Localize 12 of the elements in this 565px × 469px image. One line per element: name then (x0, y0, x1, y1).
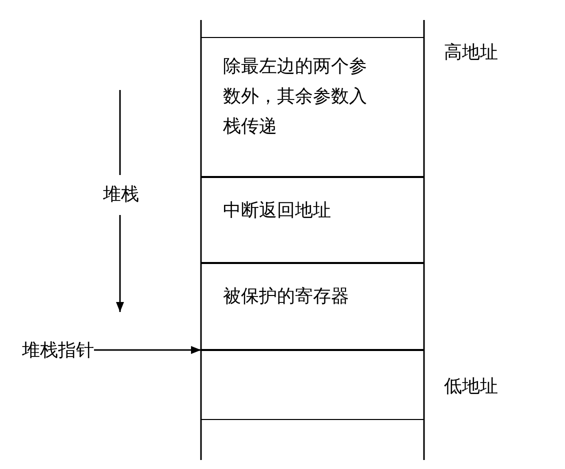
arrow (94, 346, 201, 354)
pointer-label: 堆栈指针 (22, 339, 94, 363)
cell-text: 中断返回地址 (223, 199, 332, 223)
cell-text: 除最左边的两个参数外，其余参数入栈传递 (223, 55, 368, 139)
stack-cell (201, 263, 424, 350)
address-label: 低地址 (444, 375, 498, 399)
cell-text: 被保护的寄存器 (223, 285, 350, 309)
direction-label: 堆栈 (103, 183, 139, 207)
stack-cell (201, 37, 424, 177)
stack-cell (201, 177, 424, 263)
address-label: 高地址 (444, 41, 498, 65)
stack-cell (201, 350, 424, 420)
